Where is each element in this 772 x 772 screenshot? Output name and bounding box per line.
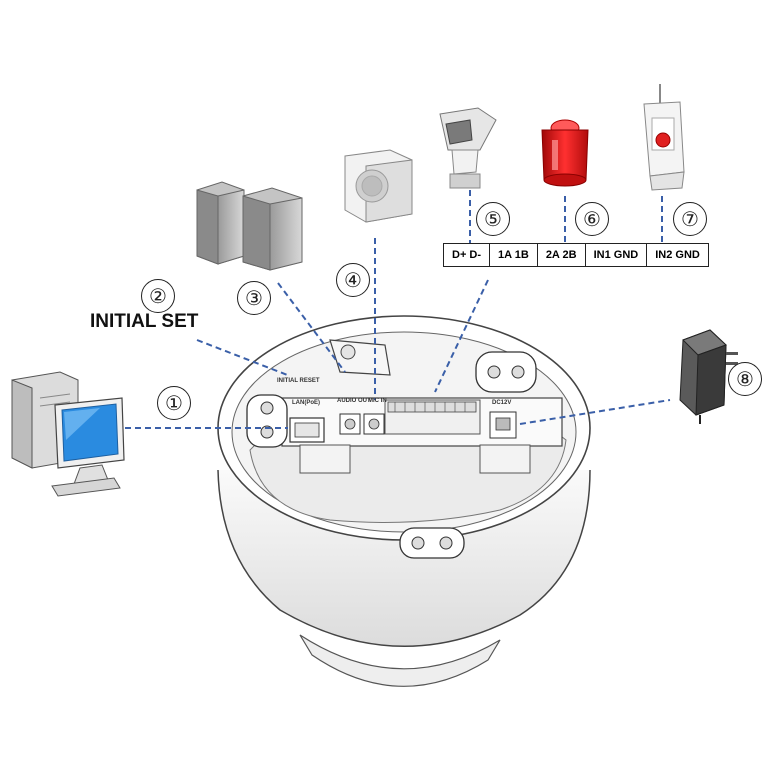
audio-out-label: AUDIO OUT xyxy=(337,398,371,404)
callout-3: ③ xyxy=(237,281,271,315)
terminal-block: D+ D- 1A 1B 2A 2B IN1 GND IN2 GND xyxy=(443,243,709,267)
terminal-relay-2: 2A 2B xyxy=(538,244,586,266)
mic-in-label: MIC IN xyxy=(368,398,387,404)
callout-2: ② xyxy=(141,279,175,313)
initial-set-label: INITIAL SET xyxy=(90,311,198,333)
callout-5: ⑤ xyxy=(476,202,510,236)
lan-port-label: LAN(PoE) xyxy=(292,400,320,406)
callout-7: ⑦ xyxy=(673,202,707,236)
pan-tilt-receiver-icon xyxy=(440,108,496,188)
terminal-input-2: IN2 GND xyxy=(647,244,708,266)
terminal-rs485: D+ D- xyxy=(444,244,490,266)
dome-camera-base xyxy=(218,316,590,686)
terminal-relay-1: 1A 1B xyxy=(490,244,538,266)
microphone-icon xyxy=(345,150,412,222)
computer-icon xyxy=(12,372,124,496)
callout-4: ④ xyxy=(336,263,370,297)
dc12v-label: DC12V xyxy=(492,400,511,406)
initial-reset-label: INITIAL RESET xyxy=(277,378,320,384)
alarm-button-icon xyxy=(644,84,684,190)
callout-1: ① xyxy=(157,386,191,420)
siren-icon xyxy=(542,120,588,186)
callout-8: ⑧ xyxy=(728,362,762,396)
speakers-icon xyxy=(197,182,302,270)
terminal-input-1: IN1 GND xyxy=(586,244,648,266)
callout-6: ⑥ xyxy=(575,202,609,236)
